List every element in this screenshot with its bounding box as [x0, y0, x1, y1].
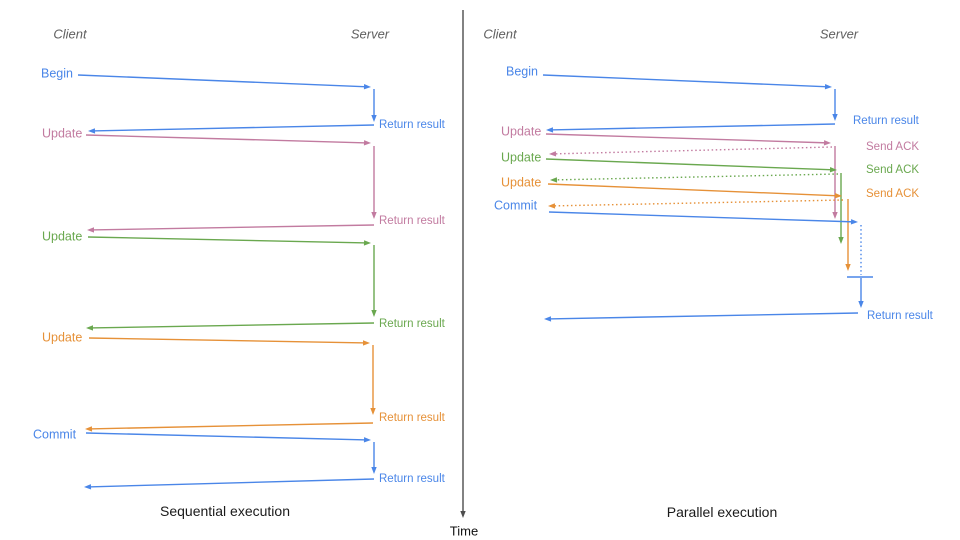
parallel-label-send-ack-3: Send ACK — [866, 188, 919, 200]
parallel-final-return-arrow-head — [544, 316, 552, 322]
sequential-label-update-2: Update — [42, 229, 82, 243]
sequential-update3-request-arrow-head — [363, 340, 370, 346]
sequential-commit-request-arrow-head — [363, 437, 371, 443]
sequential-server-header: Server — [350, 26, 390, 42]
parallel-client-header: Client — [483, 26, 517, 42]
sequential-begin-request-arrow — [77, 74, 368, 88]
parallel-label-begin: Begin — [506, 64, 538, 78]
parallel-update1-request-arrow-head — [823, 140, 831, 146]
sequential-update1-request-arrow-head — [363, 140, 371, 146]
parallel-label-update-1: Update — [501, 124, 541, 138]
sequential-label-return-result-4: Return result — [379, 412, 446, 424]
time-axis-line-head — [460, 511, 466, 518]
sequential-update1-processing-arrow-head — [371, 212, 377, 219]
parallel-update2-ack-arrow — [553, 173, 839, 181]
parallel-server-header: Server — [819, 26, 859, 42]
sequential-label-commit: Commit — [33, 427, 77, 441]
parallel-update1-request-arrow — [545, 133, 828, 144]
parallel-update2-request-arrow — [545, 158, 834, 171]
sequential-commit-return-arrow — [87, 478, 375, 488]
parallel-label-return-result-2: Return result — [867, 310, 934, 322]
parallel-label-update-3: Update — [501, 175, 541, 189]
sequential-begin-return-arrow — [91, 124, 375, 132]
sequential-update3-request-arrow — [88, 337, 367, 344]
sequential-client-header: Client — [53, 26, 87, 42]
sequential-update2-return-arrow-head — [86, 325, 93, 331]
parallel-final-processing-arrow-head — [858, 301, 864, 308]
sequential-update1-return-arrow — [90, 224, 375, 231]
sequential-update3-return-arrow-head — [85, 426, 93, 432]
parallel-label-commit: Commit — [494, 198, 538, 212]
parallel-update3-ack-arrow-head — [548, 203, 556, 209]
parallel-update1-ack-arrow — [552, 146, 833, 155]
sequential-commit-request-arrow — [85, 432, 368, 441]
parallel-update3-ack-arrow — [551, 199, 844, 207]
parallel-update2-ack-arrow-head — [550, 177, 558, 183]
sequential-label-update-1: Update — [42, 126, 82, 140]
parallel-update2-processing-arrow-head — [838, 237, 844, 244]
parallel-commit-request-arrow-head — [850, 219, 858, 225]
sequential-label-return-result-2: Return result — [379, 215, 446, 227]
sequential-label-update-3: Update — [42, 330, 82, 344]
sequential-begin-request-arrow-head — [363, 84, 371, 90]
sequential-begin-processing-arrow-head — [371, 115, 377, 122]
parallel-update3-request-arrow — [547, 183, 839, 197]
sequential-update2-request-arrow-head — [363, 240, 371, 246]
parallel-update3-request-arrow-head — [834, 193, 842, 199]
sequential-label-return-result-1: Return result — [379, 119, 446, 131]
parallel-label-return-result-1: Return result — [853, 115, 920, 127]
sequential-commit-return-arrow-head — [84, 484, 92, 490]
sequential-update1-request-arrow — [85, 134, 368, 144]
sequential-commit-processing-arrow-head — [371, 467, 377, 474]
parallel-update1-processing-arrow-head — [832, 212, 838, 219]
sequential-caption: Sequential execution — [160, 503, 290, 519]
sequential-update3-return-arrow — [88, 422, 374, 430]
sequential-update2-return-arrow — [89, 322, 375, 329]
parallel-commit-request-arrow — [548, 211, 855, 223]
sequential-update1-return-arrow-head — [87, 227, 94, 233]
sequential-label-return-result-5: Return result — [379, 473, 446, 485]
sequential-label-return-result-3: Return result — [379, 318, 446, 330]
parallel-label-send-ack-1: Send ACK — [866, 141, 919, 153]
parallel-final-return-arrow — [547, 312, 859, 320]
time-axis-label: Time — [449, 523, 479, 539]
parallel-update2-request-arrow-head — [829, 167, 837, 173]
parallel-begin-processing-arrow-head — [832, 114, 838, 121]
parallel-label-update-2: Update — [501, 150, 541, 164]
parallel-begin-return-arrow-head — [546, 127, 554, 133]
sequential-update2-processing-arrow-head — [371, 310, 377, 317]
sequential-update3-processing-arrow-head — [370, 408, 376, 415]
sequential-label-begin: Begin — [41, 66, 73, 80]
sequential-begin-return-arrow-head — [88, 128, 96, 134]
parallel-caption: Parallel execution — [666, 504, 778, 520]
parallel-begin-request-arrow — [542, 74, 829, 88]
parallel-begin-request-arrow-head — [824, 84, 832, 90]
parallel-label-send-ack-2: Send ACK — [866, 164, 919, 176]
parallel-begin-return-arrow — [549, 123, 836, 131]
sequential-update2-request-arrow — [87, 236, 368, 244]
parallel-update1-ack-arrow-head — [549, 151, 557, 157]
parallel-update3-processing-arrow-head — [845, 264, 851, 271]
